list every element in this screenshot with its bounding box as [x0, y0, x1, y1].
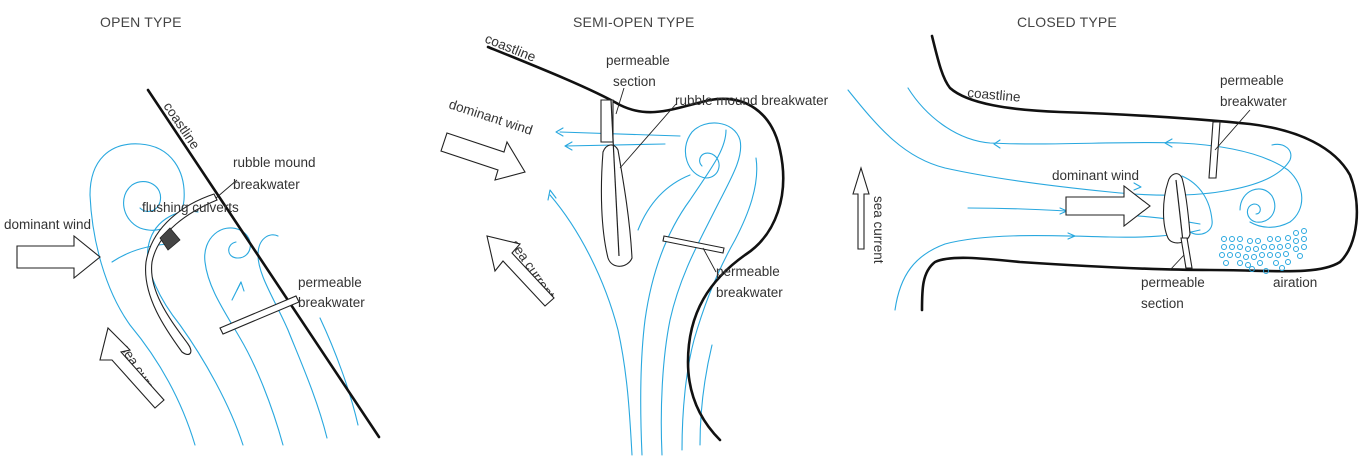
open-rubble-label-2: breakwater [233, 177, 300, 192]
open-permeable-breakwater [219, 295, 300, 335]
closed-coastline-label: coastline [967, 85, 1021, 105]
panel-semi-open-type: coastline permeable section rubble mound… [440, 31, 829, 456]
semi-permeable-label-1: permeable [716, 264, 780, 279]
closed-section-label-2: section [1141, 296, 1184, 311]
closed-permeable-breakwater [1208, 121, 1221, 179]
semi-rubble-label: rubble mound breakwater [675, 93, 829, 108]
semi-section-leader [615, 87, 625, 115]
closed-aeration-label: airation [1273, 275, 1317, 290]
semi-wind-label: dominant wind [447, 97, 534, 138]
open-rubble-label-1: rubble mound [233, 155, 316, 170]
closed-rubble-breakwater [1162, 173, 1191, 244]
closed-current-label: sea current [871, 196, 886, 264]
semi-permeable-label-2: breakwater [716, 285, 783, 300]
closed-permeable-label-1: permeable [1220, 73, 1284, 88]
semi-sea-currents [547, 122, 758, 456]
semi-current-arrow-icon [486, 235, 555, 307]
semi-rubble-leader [619, 103, 677, 169]
flushing-culvert-block [159, 227, 181, 251]
semi-section-label-2: section [613, 74, 656, 89]
open-rubble-leader [215, 179, 238, 199]
closed-wind-arrow-icon [1065, 184, 1151, 228]
semi-breakwater-core [610, 99, 620, 257]
closed-section-leader [1169, 254, 1185, 271]
panel-closed-type: coastline permeable breakwater [847, 34, 1359, 312]
title-closed-type: CLOSED TYPE [1017, 14, 1117, 30]
semi-section-label-1: permeable [606, 53, 670, 68]
open-wind-arrow-icon [16, 234, 101, 280]
closed-permeable-label-2: breakwater [1220, 94, 1287, 109]
semi-permeable-leader [702, 247, 717, 273]
semi-coastline-label: coastline [483, 31, 538, 65]
aeration-bubbles [1219, 228, 1307, 274]
semi-permeable-breakwater [662, 235, 725, 254]
open-coastline [146, 88, 381, 439]
semi-coastline [486, 45, 785, 442]
closed-coastline [920, 34, 1359, 312]
open-culverts-label: flushing culverts [142, 200, 239, 215]
open-current-arrow-icon [99, 326, 165, 409]
open-rubble-breakwater [145, 193, 218, 355]
title-open-type: OPEN TYPE [100, 14, 182, 30]
open-sea-currents [89, 143, 359, 446]
open-permeable-label-1: permeable [298, 275, 362, 290]
closed-section-label-1: permeable [1141, 275, 1205, 290]
semi-wind-arrow-icon [440, 132, 526, 181]
open-permeable-label-2: breakwater [298, 295, 365, 310]
closed-current-arrow-icon [852, 166, 870, 250]
open-coastline-label: coastline [161, 99, 203, 152]
closed-wind-label: dominant wind [1052, 168, 1139, 183]
panel-open-type: coastline rubble mound breakwater flushi… [4, 88, 381, 446]
open-wind-label: dominant wind [4, 217, 91, 232]
closed-permeable-section [1180, 237, 1193, 269]
title-semi-open-type: SEMI-OPEN TYPE [573, 14, 695, 30]
closed-permeable-leader [1214, 109, 1251, 151]
